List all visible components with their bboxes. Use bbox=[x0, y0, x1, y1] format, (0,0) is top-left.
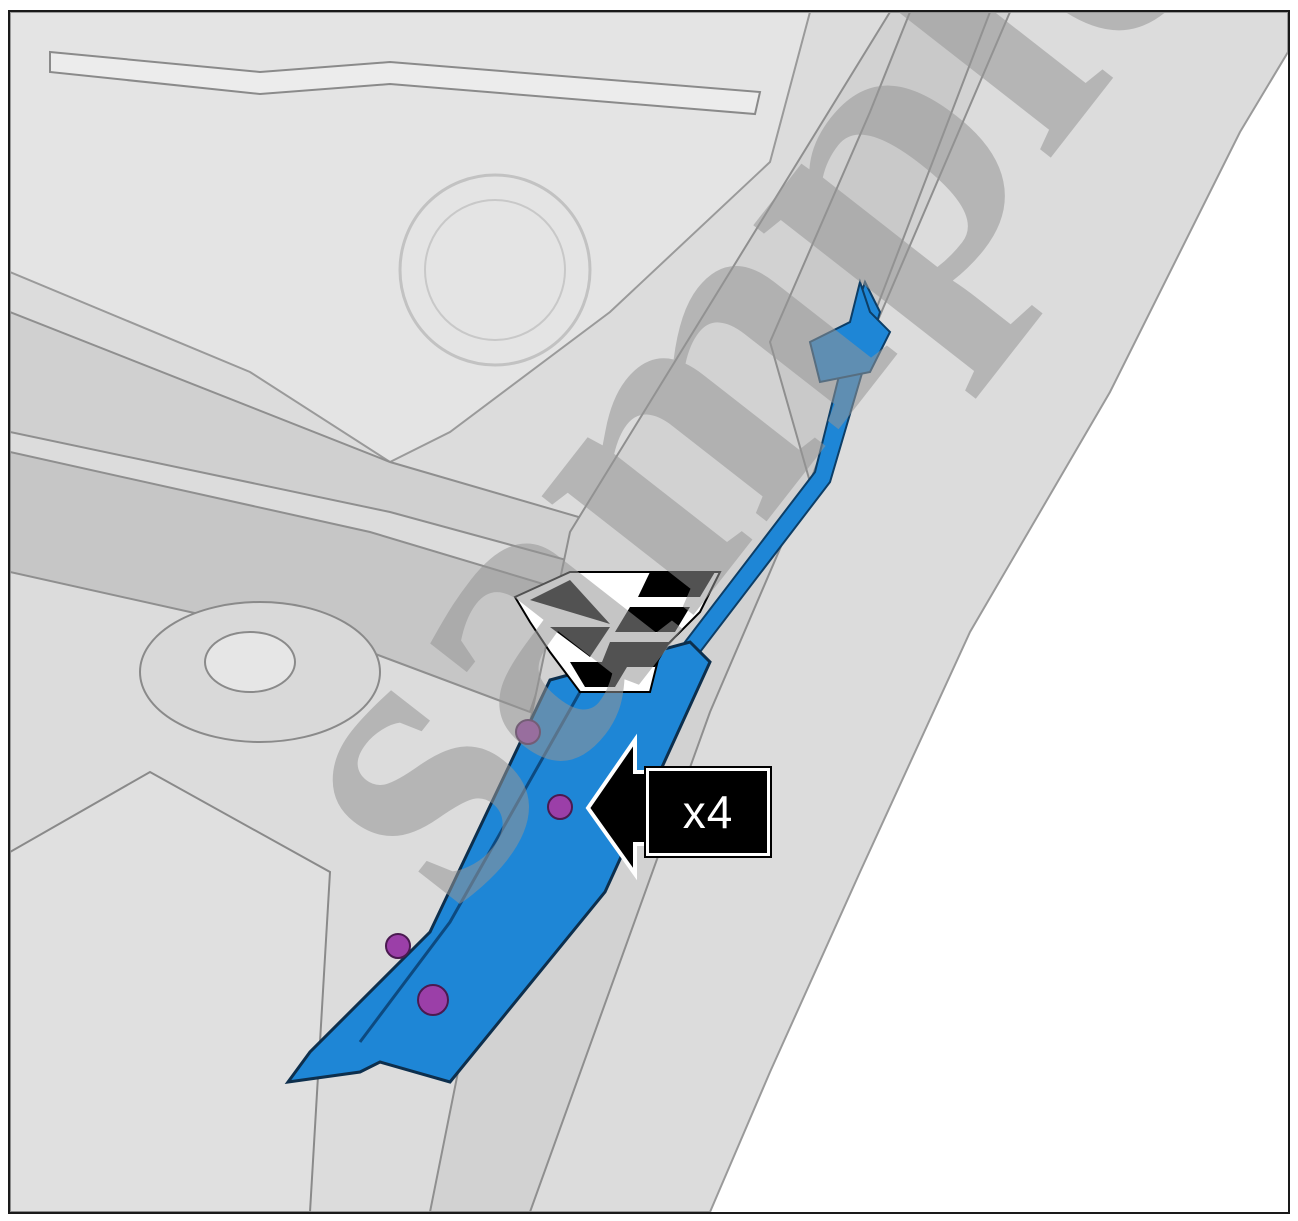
removal-arrow-icon bbox=[513, 571, 722, 693]
bracket-top-tab bbox=[808, 278, 892, 384]
quantity-callout: x4 bbox=[646, 768, 770, 856]
fastener-1 bbox=[515, 719, 541, 745]
quantity-label: x4 bbox=[682, 786, 734, 838]
fastener-2 bbox=[547, 794, 573, 820]
illustration-frame: x4 sample bbox=[8, 10, 1290, 1214]
fastener-4 bbox=[417, 984, 449, 1016]
fastener-3 bbox=[385, 933, 411, 959]
vehicle-illustration bbox=[10, 12, 1288, 1212]
blue-bracket bbox=[284, 640, 712, 1084]
